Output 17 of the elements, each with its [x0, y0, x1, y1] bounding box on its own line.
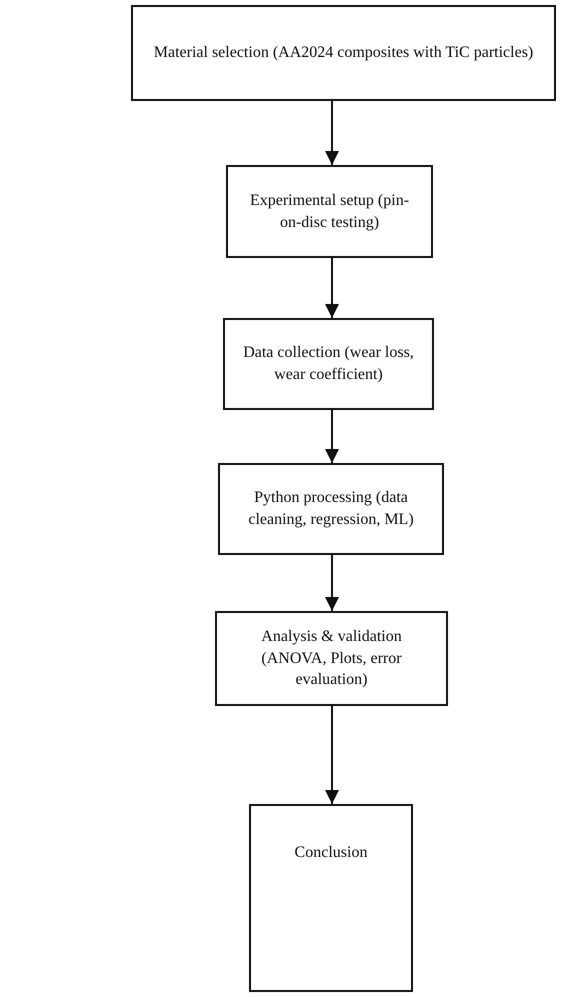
- step-text: Analysis & validation (ANOVA, Plots, error evaluation): [260, 627, 403, 690]
- step-text: Data collection (wear loss, wear coefficient): [242, 343, 415, 385]
- process-box: [218, 463, 444, 555]
- process-box: [226, 165, 433, 258]
- step-text: Material selection (AA2024 composites with TiC particles): [152, 43, 534, 64]
- arrow: [325, 101, 339, 165]
- process-box: [249, 804, 413, 992]
- arrow: [325, 706, 339, 804]
- process-box: [131, 5, 556, 101]
- step-text: Experimental setup (pin-on-disc testing): [248, 190, 410, 232]
- process-box: [223, 318, 434, 410]
- process-box: [215, 611, 448, 706]
- arrow: [325, 258, 339, 318]
- arrow: [325, 410, 339, 463]
- step-text: Python processing (data cleaning, regression, ML): [247, 488, 415, 530]
- arrow: [325, 555, 339, 611]
- step-text: Conclusion: [294, 843, 368, 863]
